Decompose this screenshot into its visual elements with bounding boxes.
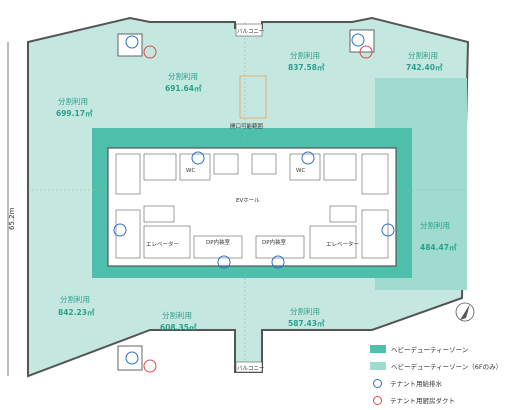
- dp-right-label: DP内装室: [262, 238, 287, 246]
- area-value-3: 742.40㎡: [406, 62, 443, 72]
- area-label-6: 分割利用: [162, 310, 192, 320]
- legend-water-icon: [373, 378, 382, 388]
- dimension-label: 65.2m: [8, 207, 16, 230]
- area-label-7: 分割利用: [290, 306, 320, 316]
- legend-duct-icon: [373, 395, 382, 405]
- core: [107, 147, 397, 267]
- area-label-3: 分割利用: [408, 50, 438, 60]
- area-label-2: 分割利用: [290, 50, 320, 60]
- legend-label-heavy-6f: ヘビーデューティーゾーン（6Fのみ）: [391, 363, 503, 371]
- dp-left-label: DP内装室: [206, 238, 231, 246]
- area-label-0: 分割利用: [58, 96, 88, 106]
- elevator-left-label: エレベーター: [146, 240, 179, 248]
- wc-left-label: WC: [186, 168, 195, 174]
- area-value-6: 608.35㎡: [160, 322, 197, 332]
- wc-right-label: WC: [296, 168, 305, 174]
- area-value-4: 484.47㎡: [420, 242, 457, 252]
- legend-label-heavy: ヘビーデューティーゾーン: [391, 346, 469, 354]
- opening-label: 開口可能範囲: [230, 122, 264, 130]
- legend-swatch-heavy: [370, 345, 386, 353]
- legend-item-water: テナント用給排水: [370, 376, 505, 390]
- legend-item-heavy: ヘビーデューティーゾーン: [370, 342, 505, 356]
- legend-label-duct: テナント用厨房ダクト: [390, 397, 455, 405]
- balcony-top-label: バルコニー: [237, 28, 264, 35]
- area-value-2: 837.58㎡: [288, 62, 325, 72]
- duct-markers: [143, 45, 373, 373]
- balcony-bottom: [235, 361, 263, 373]
- balcony-top: [235, 23, 263, 37]
- area-label-5: 分割利用: [60, 294, 90, 304]
- area-value-1: 691.64㎡: [165, 83, 202, 93]
- north-arrow: [455, 302, 475, 322]
- legend-swatch-heavy-6f: [370, 362, 386, 370]
- area-label-4: 分割利用: [420, 220, 450, 230]
- legend-label-water: テナント用給排水: [390, 380, 442, 388]
- area-label-1: 分割利用: [168, 71, 198, 81]
- water-markers: [113, 33, 395, 365]
- area-value-5: 842.23㎡: [58, 307, 95, 317]
- area-value-7: 587.43㎡: [288, 318, 325, 328]
- legend-item-duct: テナント用厨房ダクト: [370, 393, 505, 407]
- balcony-bottom-label: バルコニー: [237, 365, 264, 372]
- legend: ヘビーデューティーゾーン ヘビーデューティーゾーン（6Fのみ） テナント用給排水…: [370, 342, 505, 410]
- legend-item-heavy-6f: ヘビーデューティーゾーン（6Fのみ）: [370, 359, 505, 373]
- opening-area: [239, 75, 267, 119]
- area-value-0: 699.17㎡: [56, 108, 93, 118]
- elevator-right-label: エレベーター: [326, 240, 359, 248]
- ev-hall-label: EVホール: [236, 197, 260, 204]
